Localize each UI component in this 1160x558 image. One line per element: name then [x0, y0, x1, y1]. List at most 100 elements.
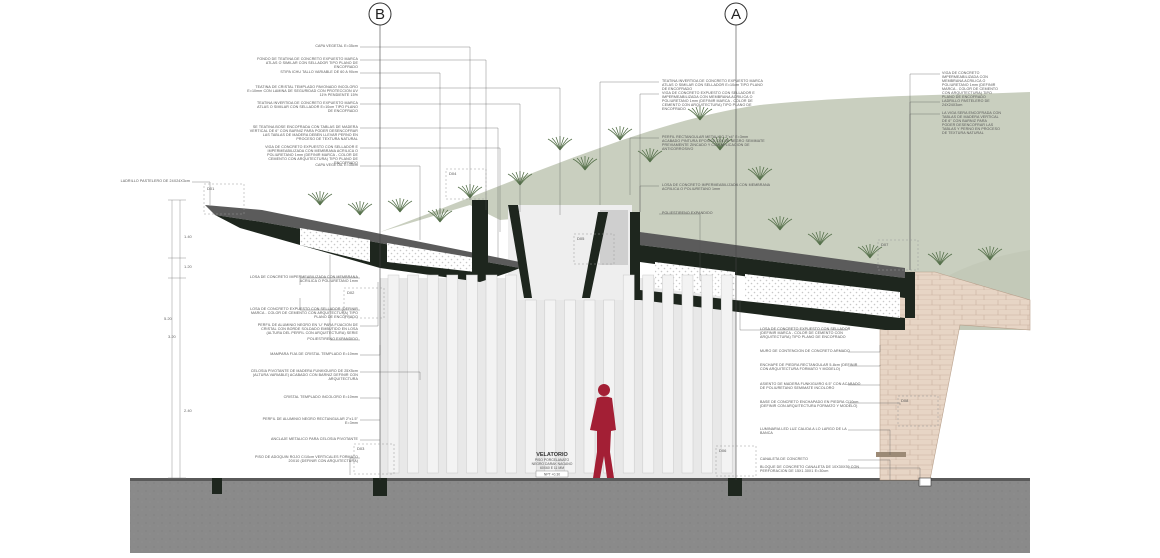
note-right-13: BLOQUE DE CONCRETO CANALETA DE 10X30X39 …: [760, 465, 859, 473]
leader-right: [639, 185, 659, 212]
note-left-4: TEATINA DE CRISTAL TEMPLADO PAVONADO INC…: [247, 85, 358, 97]
louver-blade: [701, 274, 713, 474]
ground-fill: [130, 480, 1030, 553]
louver-blade: [622, 274, 635, 474]
leader-left: [360, 165, 421, 240]
axis-b-bubble: [368, 2, 392, 26]
plant-tuft: [687, 106, 713, 121]
note-right-9: ASIENTO DE MADERA FUNKIGUIRO 6.5" CON AC…: [760, 382, 861, 390]
louver-blade: [564, 299, 576, 474]
plant-tuft: [927, 251, 953, 266]
note-right-line: TEATINA INVERTIDA DE CONCRETO EXPUESTO M…: [662, 79, 763, 83]
note-right-12: CANALETA DE CONCRETO: [760, 457, 808, 461]
note-left-line: ENCOFRADO: [334, 65, 358, 69]
note-left-line: ATLAS O SIMILAR CON SELLADOR E=10cm TIPO…: [257, 105, 358, 109]
ground-line: [130, 478, 1030, 481]
room-level: NPT +0.30: [544, 473, 560, 477]
note-left-17: PERFIL DE ALUMINIO NEGRO RECTANGULAR 2"x…: [263, 417, 359, 425]
plant-blade: [611, 127, 621, 141]
plant-blade: [584, 158, 598, 171]
leader-right: [848, 467, 921, 485]
room-detail-1: PISO PORCELANATO: [535, 458, 570, 462]
note-right-1: TEATINA INVERTIDA DE CONCRETO EXPUESTO M…: [662, 79, 763, 91]
note-left-line: POLIURETANO 1mm (DEFINIR MARCA - COLOR D…: [267, 153, 358, 157]
note-far-right-line: VIGA DE CONCRETO: [942, 71, 980, 75]
left-skylight-beam: [472, 200, 488, 280]
detail-box: [353, 443, 395, 475]
note-left-line: VIGA DE CONCRETO EXPUESTO CON SELLADOR E: [265, 145, 358, 149]
note-left-line: PLANO DE ENCOFRADO: [314, 315, 358, 319]
leader-right: [639, 93, 659, 212]
note-far-right-line: LA VIGA SERA ENCOFRADA CON: [942, 111, 1001, 115]
leader-right: [739, 300, 848, 331]
note-right-line: POLIURETANO 1mm (DEFINIR MARCA - COLOR D…: [662, 99, 753, 103]
note-right-line: PERFORACION DE 15X1.30X1 E=30cm: [760, 469, 829, 473]
detail-tag: D08: [901, 398, 909, 403]
louver-blade: [387, 274, 400, 474]
note-right-11: LUMINARIA LED LUZ CALIDA A LO LARGO DE L…: [760, 427, 847, 435]
note-left-2: FONDO DE TEATINA DE CONCRETO EXPUESTO MA…: [257, 57, 358, 69]
note-left-line: PROCESO DE TEXTURA NATURAL: [296, 137, 358, 141]
note-left-line: 20X10 (DEFINIR CON ARQUITECTURA): [289, 459, 359, 463]
detail-box: [715, 445, 757, 477]
note-left-line: E=3mm: [345, 421, 358, 425]
leader-left: [349, 457, 360, 475]
note-left-line: POLIESTIRENO EXPANDIDO: [307, 337, 358, 341]
leader-left: [360, 147, 501, 232]
note-left-1: CAPA VEGETAL E=35cm: [315, 44, 358, 48]
note-right-line: CANALETA DE CONCRETO: [760, 457, 808, 461]
plant-blade: [619, 128, 633, 141]
dimension-chain: 1.401.202.403.205.20: [164, 199, 193, 479]
plant-blade: [399, 200, 413, 213]
structure-layer: [205, 200, 915, 496]
dimension-value: 1.20: [184, 264, 193, 269]
detail-tag: D07: [881, 242, 889, 247]
detail-tag: D02: [347, 290, 355, 295]
note-left-14: MAMPARA FIJA DE CRISTAL TEMPLADO E=10mm: [270, 352, 358, 356]
note-left-line: ANCLAJE METALICO PARA CELOSIA PIVOTANTE: [271, 437, 358, 441]
plant-tuft: [857, 244, 883, 259]
note-right-line: ENCHAPE DE PIEDRA RECTANGULAR 5-8cm (DEF…: [760, 363, 858, 367]
leader-right: [629, 137, 659, 195]
leader-right: [848, 429, 891, 455]
note-far-right-line: DE TEXTURA NATURAL: [942, 131, 984, 135]
leader-right: [848, 459, 891, 480]
leader-right: [848, 365, 881, 367]
note-left-line: (ALTURA VARIABLE) ACABADO CON BARNIZ DEF…: [253, 373, 358, 377]
note-left-line: ATLAS O SIMILAR CON SELLADOR TIPO PLANO …: [266, 61, 359, 65]
plant-blade: [439, 210, 453, 223]
detail-box: [203, 183, 245, 215]
note-far-right-line: MARCA - COLOR DE CEMENTO: [942, 87, 998, 91]
leader-left: [360, 46, 471, 200]
note-right-line: ACRILICA O POLIURETANO 1mm: [662, 187, 720, 191]
leader-layer: [192, 25, 940, 485]
detail-box: [445, 168, 487, 200]
louver-blade: [583, 299, 596, 474]
leader-far-right: [909, 113, 940, 270]
louver-blade: [426, 274, 439, 474]
note-right-line: ENCOFRADO: [662, 107, 686, 111]
louver-layer: [387, 274, 733, 474]
note-left-10: LOSA DE CONCRETO IMPERMEABILIZADA CON ME…: [250, 275, 359, 283]
note-left-3: STIPA ICHU TALLO VARIABLE DE 60 A 90cm: [280, 70, 358, 74]
leader-right: [848, 402, 901, 405]
detail-box: [343, 287, 385, 319]
level-box: [535, 470, 569, 478]
note-left-line: LAS TABLAS DE MADERA DEBEN LLEVAR PERNO …: [263, 133, 359, 137]
note-far-right-line: IMPERMEABILIZADA CON: [942, 75, 988, 79]
note-far-right-line: POLIURETANO 1mm (DEFINIR: [942, 83, 996, 87]
note-far-right-line: PLANO DE ENCOFRADO: [942, 95, 986, 99]
note-right-line: BASE DE CONCRETO ENCHAPADO EN PIEDRA C/1…: [760, 400, 858, 404]
note-left-line: MARCA - COLOR DE CEMENTO CON ARQUITECTUR…: [251, 311, 358, 315]
plant-blade: [779, 218, 793, 231]
room-detail-3: 60X60 E 11 MM: [540, 466, 564, 470]
note-left-line: CAPA VEGETAL E=35cm: [315, 44, 358, 48]
plant-blade: [759, 168, 773, 181]
plant-tuft: [637, 148, 663, 163]
louver-blade: [407, 274, 419, 474]
stone-wall: [879, 271, 1031, 481]
detail-box: [897, 395, 939, 427]
room-name: VELATORIO: [536, 452, 568, 458]
